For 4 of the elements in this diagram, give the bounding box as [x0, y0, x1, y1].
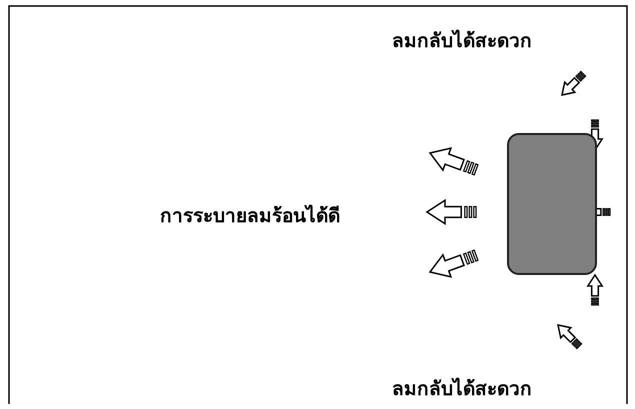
airflow-label: ลมกลับได้สะดวก — [392, 376, 532, 402]
airflow-label: การระบายลมร้อนได้ดี — [160, 204, 340, 229]
device-box — [507, 133, 597, 275]
airflow-label: ลมกลับได้สะดวก — [392, 28, 532, 54]
